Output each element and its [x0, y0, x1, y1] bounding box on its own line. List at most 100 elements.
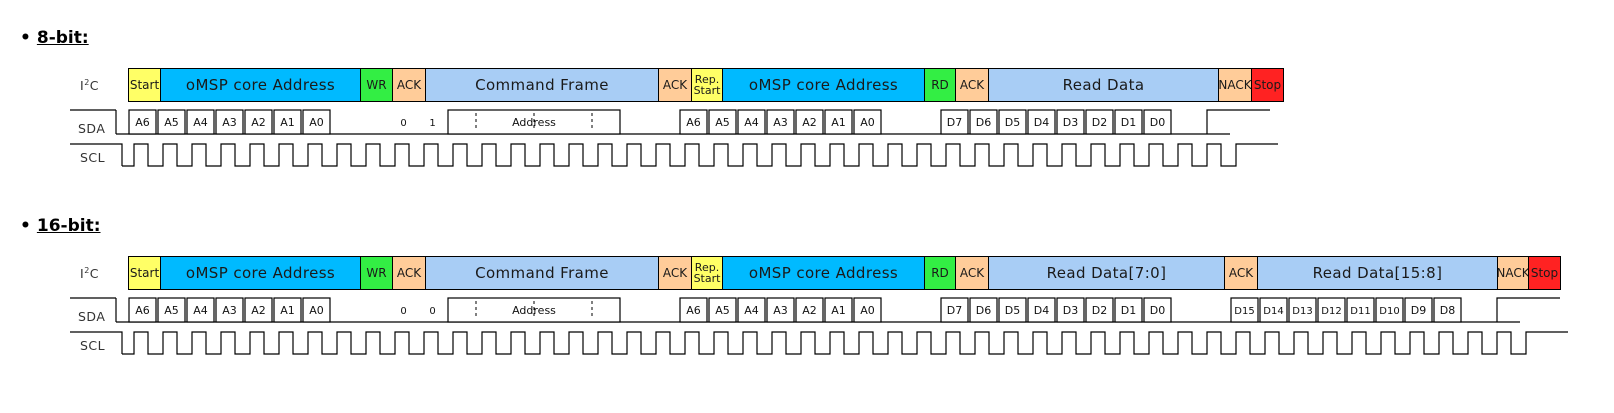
frame-segment-read-data-low: Read Data[7:0]MSBLSB — [989, 257, 1225, 289]
frame-segment-label: Start — [129, 265, 160, 280]
sda-bit-label: D15 — [1234, 306, 1254, 317]
frame-segment-label: ACK — [396, 265, 422, 280]
sda-bit-cell — [1056, 109, 1085, 135]
row-label-sda-16bit: SDA — [78, 309, 106, 324]
sda-bit-cell — [186, 109, 215, 135]
frame-segment-ack4: ACK — [1225, 257, 1258, 289]
sda-bit-cell — [766, 109, 795, 135]
scl-clock-pulses — [122, 331, 1568, 355]
sda-bit-cell — [824, 109, 853, 135]
sda-bit-label: D7 — [947, 116, 962, 129]
frame-segment-nack: NACK — [1498, 257, 1529, 289]
sda-bit-cell — [1027, 109, 1056, 135]
sda-bit-label: A6 — [686, 116, 701, 129]
scl-idle-high — [70, 331, 123, 354]
sda-bit-cell — [302, 297, 331, 323]
sda-stop-rising-edge — [1496, 297, 1560, 322]
frame-segment-label: NACK — [1219, 77, 1252, 92]
sda-bit-label: D0 — [1150, 116, 1165, 129]
frame-segment-label: oMSP core Address — [185, 75, 336, 94]
sda-bit-cell — [1346, 297, 1375, 323]
frame-segment-label: ACK — [662, 265, 688, 280]
sda-bit-label: D14 — [1263, 306, 1283, 317]
frame-segment-read-data-high: Read Data[15:8]MSBLSB — [1258, 257, 1498, 289]
sda-bit-label: A3 — [773, 304, 788, 317]
frame-segment-label: ACK — [1228, 265, 1254, 280]
sda-bit-cell — [998, 109, 1027, 135]
sda-bit-cell — [244, 297, 273, 323]
sda-bit-label: A2 — [251, 304, 266, 317]
sda-bit-cell — [1056, 297, 1085, 323]
section-16bit-heading: •16-bit: — [20, 216, 101, 236]
sda-bit-label: D5 — [1005, 304, 1020, 317]
frame-segment-read-data: Read DataMSBLSB — [989, 69, 1219, 101]
sda-bit-label: D2 — [1092, 116, 1107, 129]
frame-segment-ack2: ACK — [659, 69, 692, 101]
sda-bit-label: A3 — [773, 116, 788, 129]
frame-segment-nack: NACK — [1219, 69, 1252, 101]
sda-bit-label: A1 — [280, 116, 295, 129]
sda-bit-label: A5 — [164, 304, 179, 317]
sda-bit-label: A2 — [802, 304, 817, 317]
frame-segment-label: RD — [931, 265, 949, 280]
sda-address-label: Address — [512, 304, 556, 317]
scl-clock-pulses — [122, 143, 1278, 167]
frame-segment-label: Rep.Start — [693, 261, 721, 285]
sda-bit-cell — [795, 109, 824, 135]
sda-bit-label: A3 — [222, 116, 237, 129]
sda-bit-cell — [1375, 297, 1404, 323]
sda-bit-label: A0 — [309, 116, 324, 129]
sda-bit-label: 1 — [429, 118, 435, 129]
sda-bit-cell — [679, 297, 708, 323]
sda-bit-cell — [766, 297, 795, 323]
frame-segment-label: NACK — [1498, 265, 1529, 280]
sda-bit-label: D4 — [1034, 116, 1049, 129]
frame-segment-label: Read Data — [1062, 75, 1145, 94]
frame-segment-core-address: oMSP core AddressMSBLSB — [161, 257, 361, 289]
sda-bit-label: D13 — [1292, 306, 1312, 317]
sda-bit-cell — [273, 109, 302, 135]
frame-segment-rep-start: Rep.Start — [692, 257, 723, 289]
sda-bit-label: A5 — [164, 116, 179, 129]
sda-bit-cell — [215, 297, 244, 323]
frame-segment-core-address: oMSP core AddressMSBLSB — [161, 69, 361, 101]
section-16bit-title: 16-bit: — [36, 216, 101, 236]
sda-bit-cell — [737, 109, 766, 135]
frame-segment-label: ACK — [959, 77, 985, 92]
frame-segment-command-frame: Command FrameMSBLSB — [426, 257, 659, 289]
sda-bit-label: D2 — [1092, 304, 1107, 317]
frame-segment-label: Read Data[15:8] — [1312, 263, 1443, 282]
section-8bit-heading: •8-bit: — [20, 28, 89, 48]
frame-segment-ack1: ACK — [393, 257, 426, 289]
sda-bit-label: D11 — [1350, 306, 1370, 317]
sda-bit-cell — [795, 297, 824, 323]
sda-bit-cell — [1114, 109, 1143, 135]
frame-segment-ack3: ACK — [956, 69, 989, 101]
bullet-icon: • — [20, 28, 31, 48]
sda-bit-label: 0 — [429, 306, 435, 317]
sda-bit-label: D7 — [947, 304, 962, 317]
frame-segment-label: Start — [129, 77, 160, 92]
sda-bit-label: D0 — [1150, 304, 1165, 317]
sda-bit-label: A1 — [831, 304, 846, 317]
sda-bit-cell — [940, 109, 969, 135]
sda-bit-cell — [1085, 109, 1114, 135]
sda-bit-label: A1 — [280, 304, 295, 317]
sda-bit-cell — [940, 297, 969, 323]
frame-segment-label: ACK — [396, 77, 422, 92]
sda-bit-label: D8 — [1440, 304, 1455, 317]
scl-idle-high — [70, 143, 123, 166]
frame-segment-rd: RD — [925, 257, 956, 289]
frame-segment-core-address-2: oMSP core AddressMSBLSB — [723, 257, 925, 289]
frame-segment-label: Command Frame — [475, 75, 609, 94]
frame-segment-label: Command Frame — [475, 263, 609, 282]
sda-bit-label: 0 — [400, 118, 406, 129]
frame-segment-core-address-2: oMSP core AddressMSBLSB — [723, 69, 925, 101]
sda-bit-label: D4 — [1034, 304, 1049, 317]
sda-bit-cell — [1433, 297, 1462, 323]
frame-segment-label: Stop — [1530, 265, 1559, 280]
